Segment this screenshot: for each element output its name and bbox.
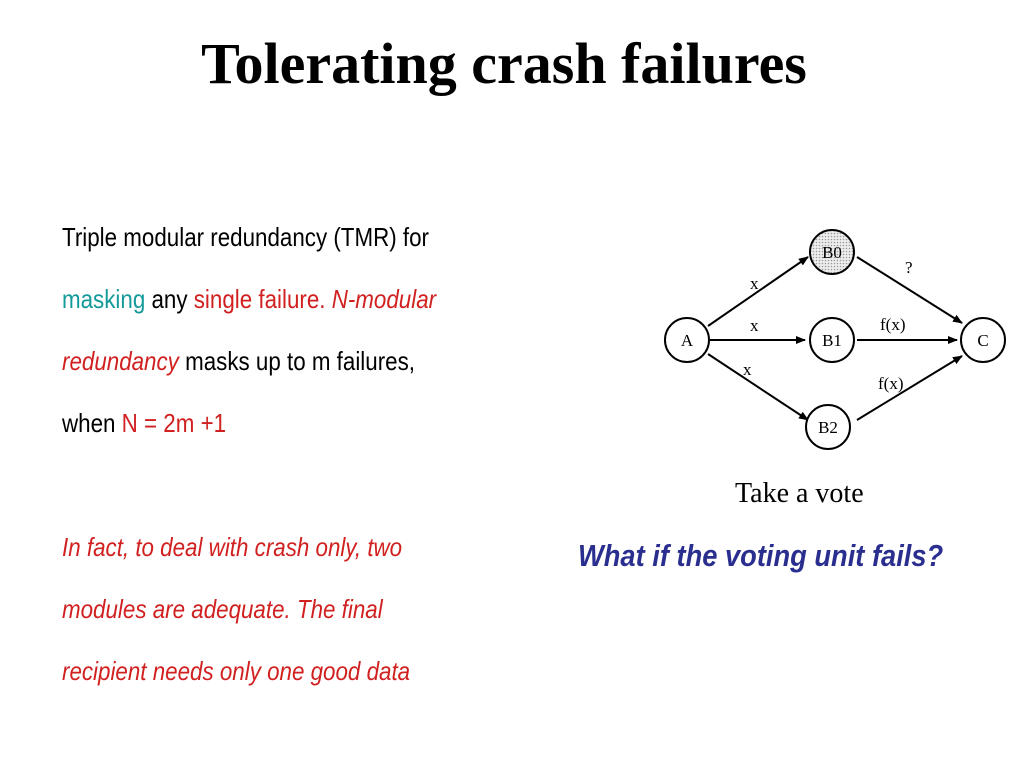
- node-c-label: C: [977, 331, 988, 350]
- edge-label-a-b0: x: [750, 274, 759, 293]
- edge-a-b2: [707, 353, 809, 421]
- text-tmr: Triple modular redundancy (TMR) for: [62, 222, 429, 252]
- text-line-2: masking any single failure. N-modular: [62, 268, 552, 330]
- node-b2-label: B2: [818, 418, 838, 437]
- text-single-failure: single failure.: [193, 284, 332, 314]
- node-b2: B2: [805, 404, 851, 450]
- text-line-1: Triple modular redundancy (TMR) for: [62, 206, 552, 268]
- text-when: when: [62, 408, 122, 438]
- edge-label-b2-c: f(x): [878, 374, 903, 393]
- edge-label-b1-c: f(x): [880, 315, 905, 334]
- text-masking: masking: [62, 284, 146, 314]
- diagram-caption: Take a vote: [735, 478, 864, 509]
- node-b1-label: B1: [822, 331, 842, 350]
- voting-question: What if the voting unit fails?: [578, 538, 944, 573]
- text-n-modular: N-modular: [331, 284, 437, 314]
- text-line-4: when N = 2m +1: [62, 392, 552, 454]
- text-formula: N = 2m +1: [121, 408, 227, 438]
- text-crash-line-2: modules are adequate. The final: [62, 594, 383, 624]
- text-any: any: [145, 284, 194, 314]
- edge-b2-c: [856, 355, 963, 421]
- text-redundancy: redundancy: [62, 346, 179, 376]
- text-crash-line-1: In fact, to deal with crash only, two: [62, 532, 403, 562]
- tmr-diagram: A B0 B1 B2 C x x x ? f(x) f(x): [664, 229, 1006, 450]
- edge-label-b0-c: ?: [905, 258, 913, 277]
- text-block: Triple modular redundancy (TMR) for mask…: [62, 206, 552, 702]
- paragraph-spacer: [62, 454, 552, 516]
- node-a: A: [664, 317, 710, 363]
- text-masks-up-to: masks up to m failures,: [178, 346, 415, 376]
- edge-label-a-b1: x: [750, 316, 759, 335]
- text-line-3: redundancy masks up to m failures,: [62, 330, 552, 392]
- node-a-label: A: [681, 331, 694, 350]
- edge-a-b0: [707, 256, 809, 327]
- text-crash-line-3: recipient needs only one good data: [62, 656, 411, 686]
- edge-b0-c: [856, 256, 963, 324]
- node-b0: B0: [809, 229, 855, 275]
- node-b0-label: B0: [822, 243, 842, 262]
- node-c: C: [960, 317, 1006, 363]
- node-b1: B1: [809, 317, 855, 363]
- slide-title: Tolerating crash failures: [201, 31, 807, 96]
- edge-label-a-b2: x: [743, 360, 752, 379]
